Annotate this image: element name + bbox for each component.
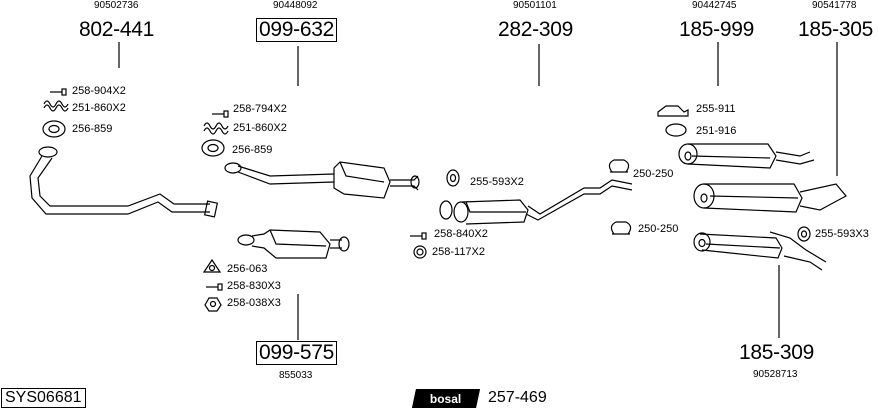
label-cat-lower-3: 258-038X3 (227, 297, 281, 309)
label-clamp-lower: 250-250 (638, 223, 679, 235)
cat-lower-small-parts (202, 258, 223, 312)
rear-top-small-parts (657, 105, 689, 137)
oem-number-6: 855033 (279, 370, 313, 381)
label-middle-3: 258-117X2 (432, 246, 486, 258)
kit-number: 257-469 (488, 389, 547, 406)
label-cat-upper-3: 256-859 (232, 144, 273, 156)
catalytic-converter-upper (224, 161, 420, 199)
front-pipe-small-parts (42, 88, 69, 138)
label-front-2: 251-860X2 (72, 102, 126, 114)
label-front-1: 258-904X2 (72, 85, 126, 97)
label-cat-upper-2: 251-860X2 (233, 122, 287, 134)
label-middle-2: 258-840X2 (434, 228, 488, 240)
part-number-6: 099-575 (256, 341, 337, 365)
oem-number-3: 90501101 (513, 0, 557, 11)
leader-lines (118, 42, 838, 340)
label-front-3: 256-859 (72, 123, 113, 135)
part-number-2: 099-632 (256, 18, 337, 42)
rear-silencer-lower (693, 231, 827, 271)
part-number-3: 282-309 (498, 18, 573, 41)
bosal-logo: bosal (411, 389, 481, 408)
oem-number-7: 90528713 (753, 369, 798, 380)
part-number-5: 185-305 (798, 18, 873, 41)
rear-silencer-middle (693, 183, 847, 242)
label-rear-top-1: 255-911 (696, 103, 736, 115)
catalytic-converter-lower (237, 229, 350, 259)
rear-silencer-upper (678, 143, 815, 169)
label-clamp-upper: 250-250 (633, 168, 674, 180)
label-cat-lower-1: 256-063 (227, 263, 268, 275)
cat-upper-small-parts (201, 110, 229, 157)
oem-number-5: 90541778 (812, 0, 857, 11)
reference-code: SYS06681 (1, 388, 86, 408)
middle-silencer (439, 169, 633, 225)
label-cat-upper-1: 258-794X2 (233, 103, 287, 115)
label-cat-lower-2: 258-830X3 (227, 280, 281, 292)
part-number-4: 185-999 (679, 18, 754, 41)
clamps (608, 159, 632, 235)
oem-number-4: 90442745 (692, 0, 737, 11)
label-rear-right: 255-593X3 (815, 228, 869, 240)
front-pipe-part (29, 146, 219, 218)
label-middle-1: 255-593X2 (470, 176, 524, 188)
middle-small-parts (410, 232, 427, 259)
part-number-1: 802-441 (79, 18, 154, 41)
oem-number-2: 90448092 (273, 0, 318, 11)
oem-number-1: 90502736 (94, 0, 139, 11)
part-number-7: 185-309 (739, 341, 814, 364)
label-rear-top-2: 251-916 (696, 125, 737, 137)
